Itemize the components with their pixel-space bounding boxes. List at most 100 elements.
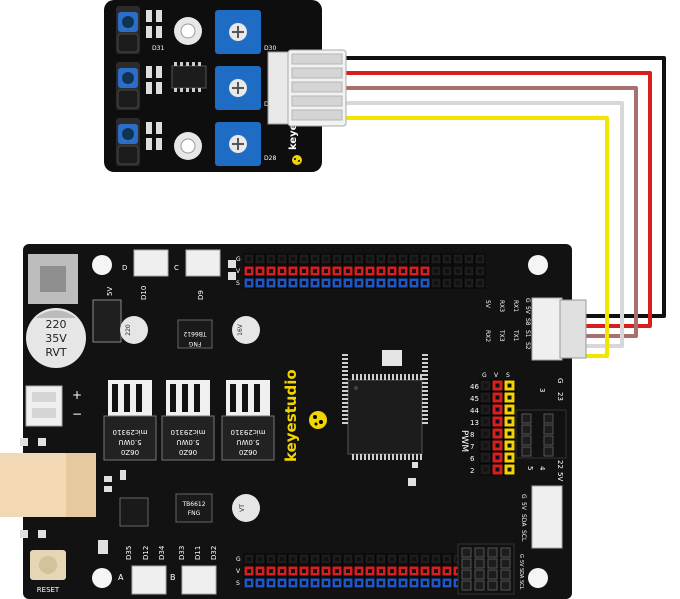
block-pin	[487, 558, 498, 569]
reset-label: RESET	[37, 586, 60, 594]
svg-text:3: 3	[538, 388, 546, 392]
block-pin	[461, 558, 472, 569]
comparator-chip	[171, 62, 207, 92]
mount-hole-bl	[92, 568, 112, 588]
smd-parts	[146, 10, 162, 150]
svg-text:TB6612: TB6612	[183, 330, 207, 337]
led-label-d31: D31	[152, 45, 164, 52]
svg-text:5: 5	[526, 466, 534, 470]
svg-text:V: V	[236, 568, 241, 575]
capacitor-small-2: 16V	[232, 316, 260, 344]
ic-qfn	[119, 497, 149, 527]
led-label-d30: D30	[264, 45, 276, 52]
wire-white	[346, 101, 624, 348]
led-d9: D9	[197, 290, 205, 300]
regulator-2: mic29310 5.0WU 06Z0	[161, 380, 215, 461]
block-pin	[521, 446, 532, 457]
diode	[92, 299, 122, 343]
bottom-pin-header	[243, 553, 464, 589]
svg-text:SDA: SDA	[518, 568, 524, 579]
block-pin	[487, 580, 498, 591]
ir-sensor-1	[116, 6, 140, 54]
mount-hole-tr	[528, 255, 548, 275]
svg-text:C: C	[174, 264, 179, 272]
svg-text:V: V	[494, 372, 499, 379]
svg-text:SCL: SCL	[520, 530, 527, 542]
svg-text:B: B	[170, 573, 176, 582]
svg-text:RX3: RX3	[498, 300, 505, 312]
capacitor-small-3: VT	[232, 494, 260, 522]
svg-text:5V: 5V	[524, 306, 531, 315]
led-label-d28: D28	[264, 155, 276, 162]
sensor-connector	[267, 49, 347, 127]
power-plus-label: +	[72, 388, 82, 402]
svg-text:D12: D12	[142, 546, 150, 560]
svg-text:06Z0: 06Z0	[179, 448, 197, 456]
line-sensor-module: D31 D30 D29 D28 keyestudio	[104, 0, 347, 172]
pwm-pin-label: 46	[470, 383, 479, 391]
svg-text:S8: S8	[524, 318, 531, 326]
svg-text:G: G	[236, 556, 241, 563]
block-pin	[543, 424, 554, 435]
cap-large-value: 220	[46, 318, 67, 331]
svg-text:G: G	[520, 494, 527, 499]
wire-red	[346, 71, 652, 328]
svg-text:23: 23	[556, 392, 564, 401]
bottom-right-pin-block	[457, 543, 515, 595]
ir-sensor-2	[116, 62, 140, 110]
power-switch	[28, 254, 78, 304]
block-pin	[500, 547, 511, 558]
connector-c: C	[174, 249, 221, 277]
svg-text:5.0WU: 5.0WU	[176, 438, 199, 446]
board-ladybug-icon	[309, 411, 327, 429]
potentiometer-1	[215, 10, 261, 54]
block-pin	[521, 413, 532, 424]
svg-text:G: G	[524, 298, 531, 303]
svg-text:FNG: FNG	[188, 510, 201, 517]
pwm-label: PWM	[459, 430, 469, 452]
block-pin	[500, 580, 511, 591]
pwm-pin-label: 13	[470, 419, 479, 427]
sensor-input-connector	[531, 297, 587, 361]
block-pin	[500, 569, 511, 580]
pwm-pin-label: 2	[470, 467, 474, 475]
svg-text:16V: 16V	[237, 323, 244, 336]
block-pin	[474, 580, 485, 591]
i2c-connector: G 5V SDA SCL	[520, 485, 563, 549]
wire-yellow	[346, 116, 609, 358]
block-pin	[474, 558, 485, 569]
svg-text:V: V	[236, 268, 241, 275]
svg-text:mic29310: mic29310	[231, 428, 266, 436]
crystal	[382, 350, 402, 366]
motor-driver-chip-lower: TB6612 FNG	[175, 493, 213, 523]
svg-text:TX3: TX3	[498, 329, 505, 342]
svg-text:G: G	[236, 256, 241, 263]
svg-text:D33: D33	[178, 546, 186, 560]
svg-text:5V: 5V	[518, 560, 524, 567]
block-pin	[521, 435, 532, 446]
block-pin	[521, 424, 532, 435]
svg-text:5V: 5V	[484, 300, 491, 309]
i2c-bottom-labels: G 5V SDA SCL	[518, 554, 524, 590]
svg-text:mic29310: mic29310	[113, 428, 148, 436]
reset-button[interactable]: RESET	[30, 550, 66, 594]
mount-hole-br	[528, 568, 548, 588]
block-pin	[461, 569, 472, 580]
capacitor-small-1: 220	[120, 316, 148, 344]
svg-text:5.0WU: 5.0WU	[118, 438, 141, 446]
connector-a: A	[118, 565, 167, 595]
pwm-pin-label: 44	[470, 407, 479, 415]
block-pin	[461, 547, 472, 558]
mount-hole-tl	[92, 255, 112, 275]
svg-text:4: 4	[538, 466, 546, 471]
right-pin-block: G 23 3 4 5 22 5V	[515, 378, 567, 481]
power-minus-label: −	[72, 407, 82, 421]
ladybug-icon	[292, 155, 302, 165]
svg-text:D: D	[122, 264, 127, 272]
svg-text:G: G	[518, 554, 524, 558]
usb-port	[0, 453, 96, 517]
svg-text:G: G	[556, 378, 564, 383]
board-brand-label: keyestudio	[282, 369, 300, 462]
